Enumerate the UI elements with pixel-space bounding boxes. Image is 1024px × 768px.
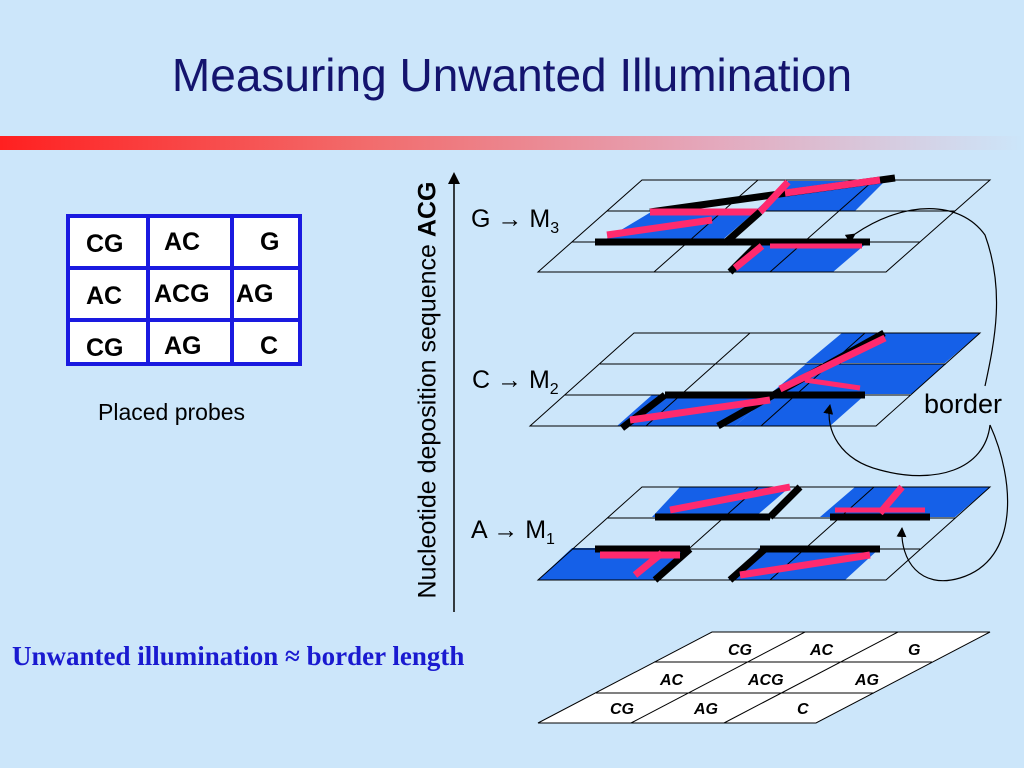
grid-line <box>70 266 298 270</box>
layer-mask-index: 3 <box>550 220 560 237</box>
exposed-region <box>730 242 868 272</box>
border-segment <box>669 483 791 514</box>
unwanted-illumination-statement: Unwanted illumination ≈ border length <box>12 641 465 671</box>
result-cell: C <box>797 701 809 718</box>
grid-line <box>645 332 751 427</box>
border-segment <box>727 546 768 583</box>
probe-cell: AC <box>164 228 201 256</box>
mask-layer-m2 <box>528 329 982 431</box>
layer-nucleotide: C <box>472 366 491 394</box>
layer-nucleotide: A <box>471 516 487 544</box>
layer-mask: M <box>528 366 550 394</box>
layer-label-m1: A → M1 <box>471 516 555 549</box>
result-cell: CG <box>610 701 634 718</box>
border-segment <box>784 176 881 197</box>
grid-line <box>723 631 899 724</box>
border-connector-top <box>844 208 998 387</box>
probe-cell: C <box>260 332 279 360</box>
axis-arrowhead-icon <box>448 172 460 184</box>
mask-layer-m3 <box>536 174 992 275</box>
result-cell: CG <box>728 642 752 659</box>
border-segment <box>722 209 763 246</box>
grid-line <box>630 631 806 724</box>
placed-probes-caption: Placed probes <box>98 399 246 425</box>
border-segment <box>606 216 713 239</box>
layer-mask-index: 1 <box>546 531 555 548</box>
result-cell: AG <box>693 701 718 718</box>
grid-line <box>146 218 150 362</box>
layer-nucleotide: G <box>471 205 491 233</box>
placed-probes-grid: CG AC G AC ACG AG CG AG C <box>66 214 302 366</box>
layer-mask: M <box>529 205 551 233</box>
layer-label-m3: G → M3 <box>471 205 559 238</box>
layer-mask: M <box>525 516 547 544</box>
result-cell: ACG <box>747 672 784 689</box>
border-segment <box>732 243 765 271</box>
grid-line <box>70 318 298 322</box>
title-underline-bar <box>0 136 1024 150</box>
border-segment <box>757 179 791 215</box>
border-segment <box>804 377 861 391</box>
exposed-region <box>755 181 885 211</box>
border-segment <box>619 392 668 431</box>
probe-cell: ACG <box>154 280 210 308</box>
border-segment <box>778 334 887 393</box>
result-cell: AC <box>659 672 684 689</box>
arrow-icon: → <box>497 366 523 394</box>
probe-cell: AG <box>164 332 202 360</box>
probe-cell: AG <box>236 280 274 308</box>
grid-line <box>230 218 234 362</box>
border-label: border <box>924 389 1003 419</box>
slide-title: Measuring Unwanted Illumination <box>171 49 853 101</box>
border-segment <box>652 546 693 583</box>
layer-label-m2: C → M2 <box>472 366 559 399</box>
grid-line <box>653 179 759 273</box>
arrow-icon: → <box>497 205 523 233</box>
border-connector-middle <box>823 404 991 477</box>
probe-cell: G <box>260 228 280 256</box>
border-segment <box>767 484 803 520</box>
result-cell: G <box>908 642 920 659</box>
mask-layer-m1 <box>536 483 992 583</box>
resulting-probes-grid: CG AC G AC ACG AG CG AG C <box>537 631 991 724</box>
grid-line <box>769 179 875 273</box>
result-cell: AG <box>854 672 879 689</box>
probe-cell: CG <box>86 230 124 258</box>
border-segment <box>739 551 871 579</box>
layer-mask-index: 2 <box>549 381 559 398</box>
border-segment <box>629 396 771 424</box>
probe-cell: CG <box>86 334 124 362</box>
border-connector-bottom <box>896 424 1009 582</box>
probe-cell: AC <box>86 282 123 310</box>
arrow-icon: → <box>493 516 519 544</box>
result-cell: AC <box>809 642 834 659</box>
border-segment <box>632 550 665 578</box>
